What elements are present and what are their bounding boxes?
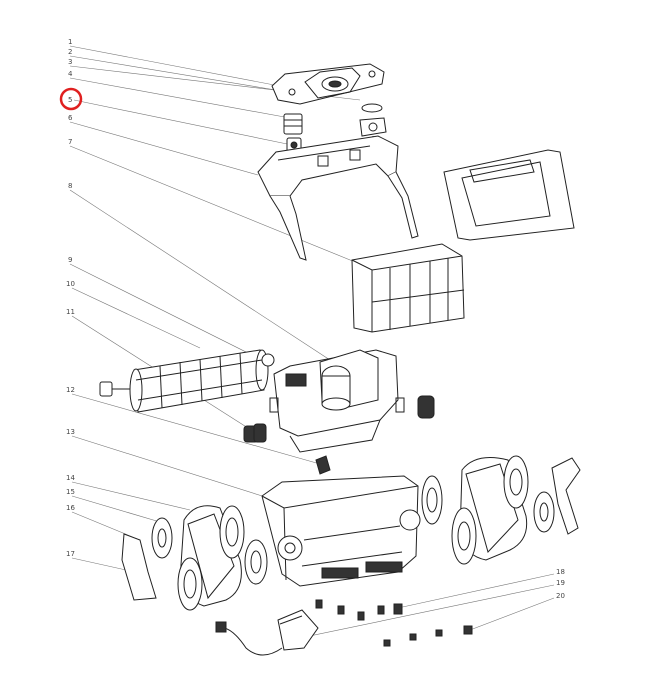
part-upper-frame	[257, 135, 419, 261]
highlight-circle	[59, 87, 83, 111]
part-gear-left	[243, 423, 267, 443]
callout-label: 6	[68, 114, 73, 122]
part-side-disc-right	[533, 491, 555, 533]
callout-12[interactable]: 12	[66, 386, 321, 465]
callout-19[interactable]: 19	[299, 579, 565, 639]
callout-13[interactable]: 13	[66, 428, 276, 501]
part-wheel-right-rear	[451, 507, 477, 565]
part-side-plate-left	[121, 533, 157, 601]
part-chassis	[261, 475, 421, 587]
callout-label: 8	[68, 182, 72, 190]
part-side-plate-right	[551, 457, 581, 535]
part-top-cover	[271, 63, 385, 105]
callout-label: 13	[66, 428, 75, 436]
callout-label: 1	[68, 38, 72, 46]
part-motor-housing	[269, 349, 405, 453]
callout-14[interactable]: 14	[66, 474, 191, 511]
callout-label: 5	[68, 96, 72, 104]
part-wheel-left-mid	[244, 539, 268, 585]
callout-4[interactable]: 4	[68, 70, 291, 119]
callout-8[interactable]: 8	[68, 182, 331, 361]
callout-label: 11	[66, 308, 75, 316]
callout-1[interactable]: 1	[68, 38, 291, 89]
callout-label: 14	[66, 474, 75, 482]
callout-label: 3	[68, 58, 72, 66]
callout-17[interactable]: 17	[66, 550, 127, 571]
callout-label: 17	[66, 550, 75, 558]
part-brush-roller	[99, 349, 275, 413]
part-impeller-right	[359, 103, 387, 146]
part-wheel-left-rear	[177, 557, 203, 611]
part-gear-right	[417, 395, 435, 419]
part-fasteners-row1	[315, 599, 403, 621]
callout-label: 7	[68, 138, 72, 146]
part-side-lid	[443, 149, 575, 241]
callout-16[interactable]: 16	[66, 504, 141, 541]
callout-5[interactable]: 5	[59, 87, 293, 146]
callout-label: 20	[556, 592, 565, 600]
callout-label: 18	[556, 568, 565, 576]
callout-20[interactable]: 20	[469, 592, 565, 631]
part-wheel-right-outer	[421, 475, 443, 525]
callout-7[interactable]: 7	[68, 138, 356, 263]
callout-label: 12	[66, 386, 75, 394]
callout-label: 15	[66, 488, 75, 496]
callout-10[interactable]: 10	[66, 280, 201, 349]
part-fasteners-row2	[383, 625, 473, 647]
callout-label: 2	[68, 48, 72, 56]
callout-2[interactable]: 2	[68, 48, 301, 95]
callout-label: 10	[66, 280, 75, 288]
callout-label: 4	[68, 70, 73, 78]
part-power-adapter	[215, 609, 319, 656]
part-connector	[315, 455, 331, 475]
callout-9[interactable]: 9	[68, 256, 263, 361]
callout-15[interactable]: 15	[66, 488, 161, 523]
part-filter-basket	[351, 243, 465, 333]
callout-label: 19	[556, 579, 565, 587]
callout-label: 16	[66, 504, 75, 512]
callout-18[interactable]: 18	[397, 568, 565, 609]
part-wheel-left-front	[219, 505, 245, 559]
callout-6[interactable]: 6	[68, 114, 259, 176]
part-side-disc-left	[151, 517, 173, 559]
part-wheel-right-front	[503, 455, 529, 509]
callout-label: 9	[68, 256, 72, 264]
part-impeller-left	[283, 113, 303, 153]
